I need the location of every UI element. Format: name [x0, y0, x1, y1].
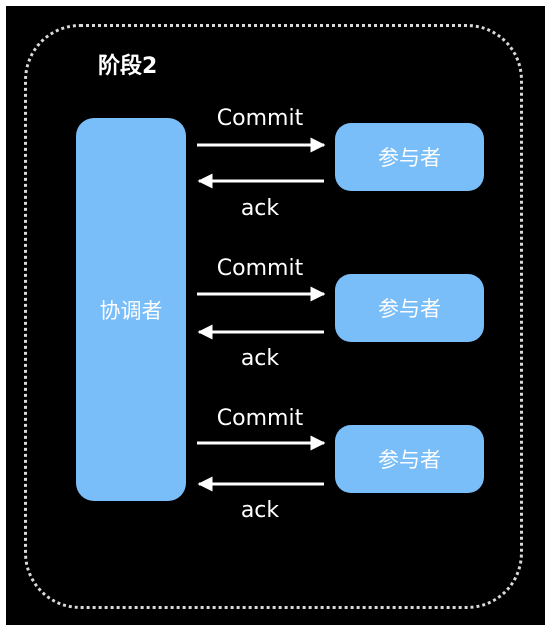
ack-label-2: ack — [240, 346, 280, 371]
commit-label-1: Commit — [216, 106, 304, 131]
ack-label-3: ack — [240, 498, 280, 523]
participant-box-2: 参与者 — [335, 274, 484, 342]
participant-label-2: 参与者 — [378, 297, 441, 321]
diagram-canvas: 阶段2 协调者 参与者 参与者 参与者 Commit ack Commit ac… — [6, 6, 545, 625]
participant-label-1: 参与者 — [378, 146, 441, 170]
coordinator-box: 协调者 — [76, 118, 186, 501]
ack-label-1: ack — [240, 196, 280, 221]
participant-box-3: 参与者 — [335, 425, 484, 493]
coordinator-label: 协调者 — [99, 298, 163, 323]
commit-label-2: Commit — [216, 256, 304, 281]
participant-box-1: 参与者 — [335, 123, 484, 191]
commit-label-3: Commit — [216, 406, 304, 431]
participant-label-3: 参与者 — [378, 448, 441, 472]
phase-title: 阶段2 — [98, 54, 158, 79]
arrows-layer — [197, 137, 326, 492]
phase-frame — [24, 24, 523, 609]
